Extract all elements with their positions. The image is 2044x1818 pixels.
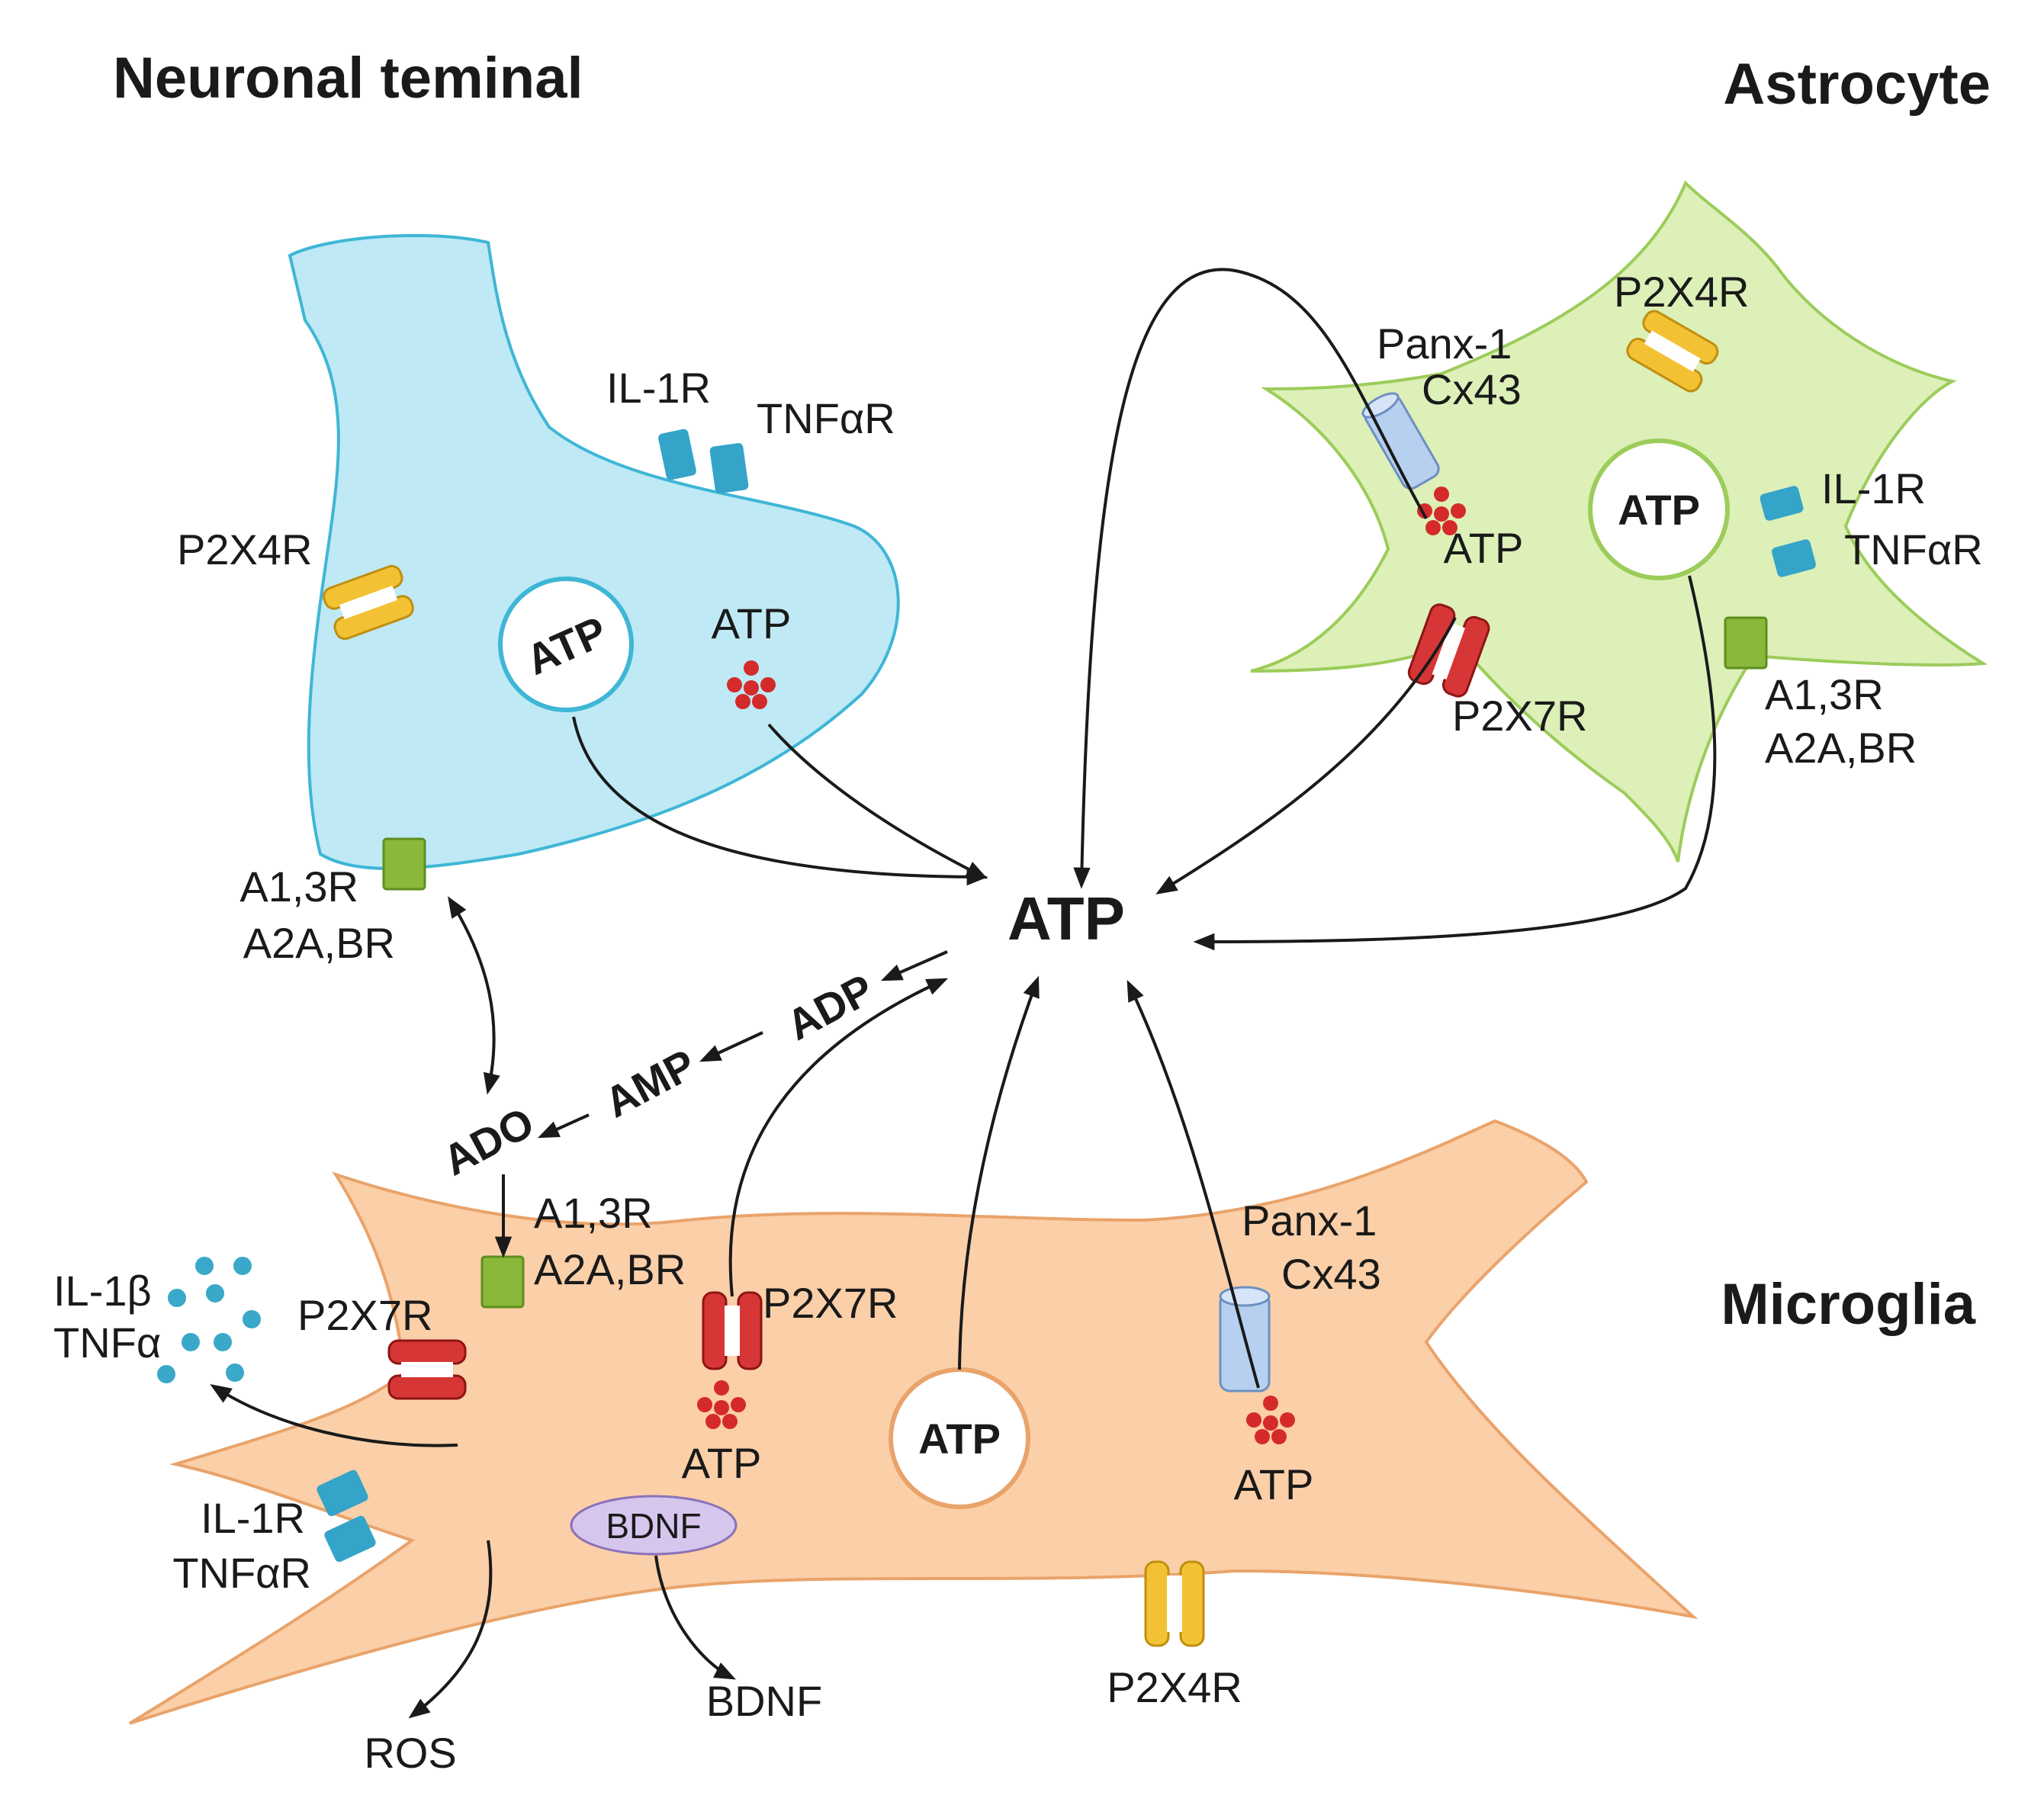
arrow-microglia-vesicle-to-atp: [958, 975, 1040, 1370]
astrocyte-panx-label-2: Cx43: [1422, 365, 1522, 413]
microglia-panx-label-1: Panx-1: [1242, 1196, 1377, 1245]
microglia-il1r-label: IL-1R: [201, 1494, 305, 1542]
microglia-panx-label-2: Cx43: [1281, 1250, 1381, 1298]
microglia-p2x7r-left-label: P2X7R: [297, 1291, 432, 1339]
neuron-p2x4r-receptor: [323, 564, 414, 641]
central-atp-label: ATP: [1008, 885, 1125, 952]
cascade-adp-label: ADP: [779, 965, 881, 1049]
neuron-adenosine-receptor: [382, 837, 426, 891]
astrocyte-il1r-receptor: [1760, 486, 1816, 577]
microglia-il1r-receptor: [317, 1469, 376, 1563]
arrow-adp-to-amp: [699, 1031, 763, 1062]
astrocyte-adenosine-receptor: [1724, 616, 1768, 670]
arrow-bdnf-release: [654, 1555, 737, 1680]
svg-text:ATP: ATP: [918, 1415, 1001, 1463]
pathway-arrows: [210, 268, 1717, 1719]
microglia-bdnf-vesicle: BDNF: [570, 1495, 738, 1556]
microglia-p2x7r-center-receptor: [702, 1291, 763, 1370]
cascade-amp-label: AMP: [597, 1039, 703, 1126]
neuron-adenosine-label-2: A2A,BR: [243, 919, 395, 967]
microglia-adenosine-receptor: [480, 1255, 525, 1309]
microglia-ros-label: ROS: [364, 1729, 456, 1777]
neuron-il1r-label: IL-1R: [606, 364, 711, 412]
arrow-microglia-panx-to-atp: [1126, 979, 1260, 1389]
arrow-neuron-vesicle-to-atp: [572, 716, 988, 886]
arrow-microglia-p2x7r-to-atp: [728, 978, 949, 1297]
arrow-astrocyte-to-atp-loop: [1073, 268, 1428, 889]
svg-text:ATP: ATP: [1618, 486, 1700, 534]
microglia-tnfa-label: TNFα: [53, 1319, 161, 1367]
microglia-p2x7r-left-receptor: [387, 1339, 467, 1400]
astrocyte-panx1-channel: [1361, 392, 1440, 490]
astrocyte-adenosine-label-2: A2A,BR: [1765, 724, 1917, 772]
microglia-atp-dots-left-label: ATP: [682, 1439, 762, 1487]
astrocyte-p2x4r-label: P2X4R: [1614, 268, 1749, 316]
astrocyte-title: Astrocyte: [1723, 52, 1991, 117]
neuron-adenosine-label-1: A1,3R: [239, 862, 358, 911]
neuronal-terminal-title: Neuronal teminal: [113, 46, 583, 111]
neuron-tnfar-label: TNFαR: [757, 394, 895, 442]
microglia-adenosine-label-1: A1,3R: [534, 1189, 653, 1237]
microglia-il1b-label: IL-1β: [53, 1267, 152, 1315]
microglia-p2x4r-receptor: [1144, 1560, 1205, 1647]
arrow-microglia-to-ros: [408, 1540, 493, 1719]
astrocyte-il1r-label: IL-1R: [1821, 464, 1926, 512]
arrow-astrocyte-p2x7r-to-atp: [1155, 617, 1457, 895]
neuron-atp-dots-label: ATP: [712, 599, 792, 647]
astrocyte-p2x4r-receptor: [1626, 310, 1719, 393]
microglia-tnfar-label: TNFαR: [172, 1549, 311, 1597]
arrow-atp-to-adp: [880, 950, 948, 981]
microglia-bdnf-out-label: BDNF: [706, 1677, 822, 1725]
arrow-astrocyte-vesicle-to-atp: [1193, 575, 1717, 951]
microglia-title: Microglia: [1721, 1272, 1975, 1337]
arrow-microglia-to-cytokines: [210, 1383, 458, 1447]
astrocyte-atp-vesicle: ATP: [1588, 438, 1730, 580]
microglia-p2x4r-label: P2X4R: [1107, 1663, 1242, 1711]
microglia-atp-vesicle: ATP: [889, 1367, 1030, 1509]
microglia-p2x7r-center-label: P2X7R: [763, 1279, 898, 1327]
neuron-p2x4r-label: P2X4R: [177, 525, 312, 573]
astrocyte-adenosine-label-1: A1,3R: [1765, 670, 1884, 718]
cascade-ado-label: ADO: [435, 1097, 542, 1184]
neuron-il1r-receptor: [658, 429, 749, 493]
astrocyte-atp-dots-label: ATP: [1444, 524, 1524, 572]
astrocyte-panx-label-1: Panx-1: [1377, 320, 1512, 368]
astrocyte-p2x7r-label: P2X7R: [1452, 692, 1587, 740]
microglia-atp-dots-right-label: ATP: [1234, 1460, 1314, 1508]
astrocyte-tnfar-label: TNFαR: [1844, 525, 1983, 573]
microglia-cytokine-dots: [157, 1257, 261, 1383]
svg-text:BDNF: BDNF: [606, 1506, 701, 1546]
neuron-atp-vesicle: ATP: [498, 577, 634, 712]
arrow-amp-to-ado: [537, 1113, 590, 1139]
astrocyte-p2x7r-receptor: [1407, 603, 1490, 698]
arrow-ado-neuron-receptor: [448, 896, 500, 1095]
neuronal-terminal-body: [288, 233, 900, 870]
arrow-neuron-dots-to-atp: [767, 723, 988, 879]
microglia-adenosine-label-2: A2A,BR: [534, 1245, 686, 1293]
